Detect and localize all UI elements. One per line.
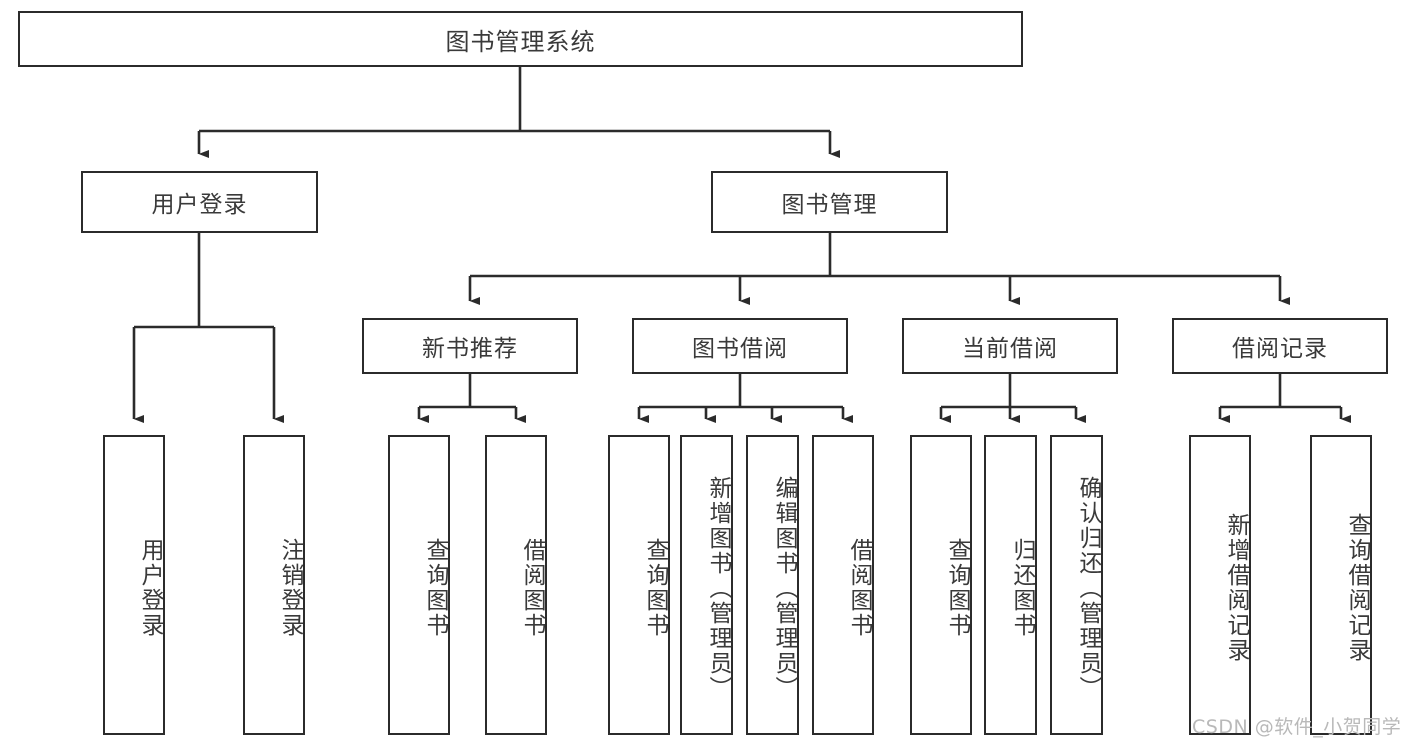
node-label: 用户登录 (137, 538, 163, 638)
node-leaf-query-book-3[interactable]: 查询图书 (910, 435, 972, 735)
node-leaf-query-borrow-record[interactable]: 查询借阅记录 (1310, 435, 1372, 735)
node-user-login[interactable]: 用户登录 (81, 171, 318, 233)
node-label: 用户登录 (151, 192, 248, 218)
node-label: 注销登录 (277, 538, 303, 638)
node-label: 新书推荐 (422, 336, 518, 362)
node-label: 新增图书（管理员） (705, 475, 731, 701)
node-label: 图书管理系统 (445, 27, 596, 56)
node-label: 图书管理 (781, 192, 878, 218)
node-label: 查询图书 (642, 538, 668, 638)
node-leaf-borrow-book-2[interactable]: 借阅图书 (812, 435, 874, 735)
node-label: 归还图书 (1009, 538, 1035, 638)
node-leaf-query-book-2[interactable]: 查询图书 (608, 435, 670, 735)
node-leaf-add-borrow-record[interactable]: 新增借阅记录 (1189, 435, 1251, 735)
node-label: 当前借阅 (962, 336, 1058, 362)
node-label: 借阅图书 (846, 538, 872, 638)
node-new-book-recommend[interactable]: 新书推荐 (362, 318, 578, 374)
node-label: 查询借阅记录 (1344, 513, 1370, 663)
node-leaf-confirm-return-admin[interactable]: 确认归还（管理员） (1050, 435, 1103, 735)
node-label: 新增借阅记录 (1223, 513, 1249, 663)
node-label: 确认归还（管理员） (1075, 475, 1101, 701)
node-label: 编辑图书（管理员） (771, 475, 797, 701)
node-label: 借阅图书 (519, 538, 545, 638)
node-book-borrow[interactable]: 图书借阅 (632, 318, 848, 374)
node-current-borrow[interactable]: 当前借阅 (902, 318, 1118, 374)
node-label: 查询图书 (944, 538, 970, 638)
node-leaf-return-book[interactable]: 归还图书 (984, 435, 1037, 735)
node-leaf-user-logout[interactable]: 注销登录 (243, 435, 305, 735)
node-leaf-add-book-admin[interactable]: 新增图书（管理员） (680, 435, 733, 735)
node-leaf-edit-book-admin[interactable]: 编辑图书（管理员） (746, 435, 799, 735)
node-borrow-record[interactable]: 借阅记录 (1172, 318, 1388, 374)
node-leaf-user-login[interactable]: 用户登录 (103, 435, 165, 735)
node-leaf-query-book-1[interactable]: 查询图书 (388, 435, 450, 735)
node-label: 查询图书 (422, 538, 448, 638)
node-book-manage[interactable]: 图书管理 (711, 171, 948, 233)
node-label: 借阅记录 (1232, 336, 1328, 362)
node-root-book-management-system[interactable]: 图书管理系统 (18, 11, 1023, 67)
node-label: 图书借阅 (692, 336, 788, 362)
node-leaf-borrow-book-1[interactable]: 借阅图书 (485, 435, 547, 735)
